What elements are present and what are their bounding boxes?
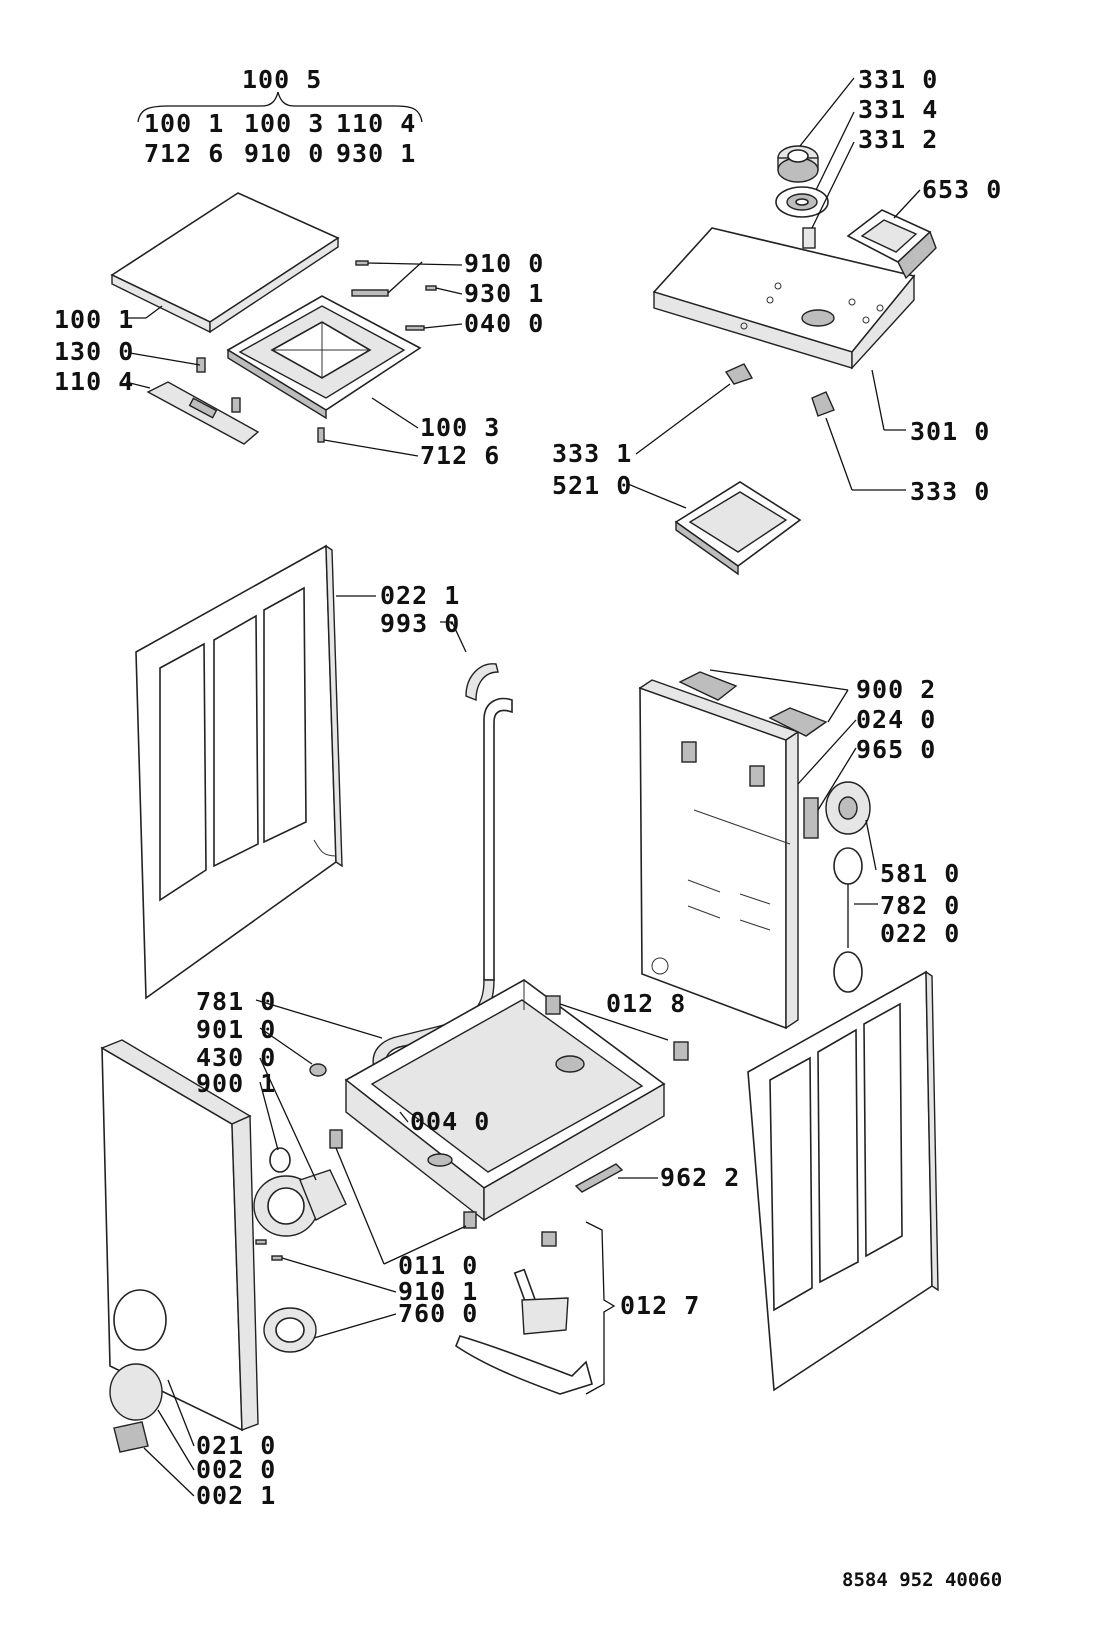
- label-712-6-kit: 712 6: [144, 139, 224, 168]
- front-trim: [146, 381, 260, 445]
- label-100-1-kit: 100 1: [144, 109, 224, 138]
- spring-012-8: [545, 995, 689, 1061]
- label-760-0: 760 0: [398, 1299, 478, 1328]
- label-333-0: 333 0: [910, 477, 990, 506]
- dial-ring: [775, 186, 829, 218]
- label-011-0: 011 0: [398, 1251, 478, 1280]
- label-012-7: 012 7: [620, 1291, 700, 1320]
- label-910-0: 910 0: [464, 249, 544, 278]
- part-labels: 100 5 100 1 100 3 110 4 712 6 910 0 930 …: [54, 65, 1002, 1591]
- label-910-1: 910 1: [398, 1277, 478, 1306]
- clip-near-trim: [231, 397, 241, 413]
- label-781-0: 781 0: [196, 987, 276, 1016]
- bracket-653: [846, 209, 937, 280]
- screw-910-0: [355, 260, 369, 266]
- leaders-top-right: [627, 77, 921, 509]
- label-333-1: 333 1: [552, 439, 632, 468]
- screw-910-1: [255, 1239, 267, 1245]
- label-712-6: 712 6: [420, 441, 500, 470]
- label-581-0: 581 0: [880, 859, 960, 888]
- side-panel-left: [135, 544, 343, 1000]
- leaders-lower: [143, 595, 878, 1497]
- label-012-8: 012 8: [606, 989, 686, 1018]
- side-panel-right: [747, 970, 939, 1392]
- label-930-1-kit: 930 1: [336, 139, 416, 168]
- label-022-1: 022 1: [380, 581, 460, 610]
- label-002-1: 002 1: [196, 1481, 276, 1510]
- part-782-0-ring: [833, 847, 863, 885]
- ring-900-1: [269, 1147, 291, 1173]
- bracket-012-7: [585, 1221, 616, 1395]
- door-002-0: [109, 1363, 163, 1421]
- lid-frame: [226, 295, 422, 420]
- pressure-switch: [825, 781, 871, 835]
- screw-910-0-b: [425, 285, 437, 291]
- label-021-0: 021 0: [196, 1431, 276, 1460]
- hinge-712-6: [317, 427, 325, 443]
- part-782-0-ring-b: [833, 951, 863, 993]
- label-301-0: 301 0: [910, 417, 990, 446]
- label-331-0: 331 0: [858, 65, 938, 94]
- base-frame: [344, 979, 666, 1222]
- reference-number: 8584 952 40060: [842, 1569, 1002, 1591]
- hinge-pin-040-0: [405, 325, 425, 331]
- clip-333-0: [811, 391, 835, 417]
- label-100-1: 100 1: [54, 305, 134, 334]
- label-130-0: 130 0: [54, 337, 134, 366]
- label-100-3: 100 3: [420, 413, 500, 442]
- label-002-0: 002 0: [196, 1455, 276, 1484]
- label-930-1: 930 1: [464, 279, 544, 308]
- part-965-0: [803, 797, 819, 839]
- label-993-0: 993 0: [380, 609, 460, 638]
- clip-333-1: [724, 363, 754, 385]
- label-331-4: 331 4: [858, 95, 938, 124]
- label-900-2: 900 2: [856, 675, 936, 704]
- label-024-0: 024 0: [856, 705, 936, 734]
- screw-910-1-b: [271, 1255, 283, 1261]
- pcb-holder: [674, 481, 802, 576]
- label-910-0-kit: 910 0: [244, 139, 324, 168]
- rear-panel: [638, 679, 800, 1030]
- label-110-4: 110 4: [54, 367, 134, 396]
- label-782-0: 782 0: [880, 891, 960, 920]
- spring-011-0: [329, 1129, 343, 1149]
- knob-shaft: [802, 227, 816, 249]
- console-body: [652, 227, 916, 370]
- part-962-2: [574, 1163, 624, 1193]
- control-panel-assembly: [652, 145, 937, 576]
- lid-panel: [110, 192, 340, 334]
- label-040-0: 040 0: [464, 309, 544, 338]
- leaders-top-left: [125, 261, 463, 457]
- label-901-0: 901 0: [196, 1015, 276, 1044]
- drain-pump: [253, 1169, 347, 1237]
- label-430-0: 430 0: [196, 1043, 276, 1072]
- hinge-002-1: [113, 1421, 149, 1453]
- spring-011-0-b: [463, 1211, 477, 1229]
- label-962-2: 962 2: [660, 1163, 740, 1192]
- label-965-0: 965 0: [856, 735, 936, 764]
- knob: [777, 145, 819, 183]
- label-004-0: 004 0: [410, 1107, 490, 1136]
- label-022-0: 022 0: [880, 919, 960, 948]
- damper-kit: [455, 1231, 593, 1395]
- lid-assembly: [110, 91, 437, 445]
- plate-930-1: [351, 289, 389, 297]
- top-brackets-900-2: [678, 671, 828, 737]
- label-331-2: 331 2: [858, 125, 938, 154]
- label-100-3-kit: 100 3: [244, 109, 324, 138]
- label-110-4-kit: 110 4: [336, 109, 416, 138]
- front-panel: [100, 1039, 259, 1432]
- clamp-901-0: [309, 1063, 327, 1077]
- label-521-0: 521 0: [552, 471, 632, 500]
- filter: [263, 1307, 317, 1353]
- kit-brace: [137, 91, 423, 123]
- label-100-5-kit: 100 5: [242, 65, 322, 94]
- label-653-0: 653 0: [922, 175, 1002, 204]
- label-900-1: 900 1: [196, 1069, 276, 1098]
